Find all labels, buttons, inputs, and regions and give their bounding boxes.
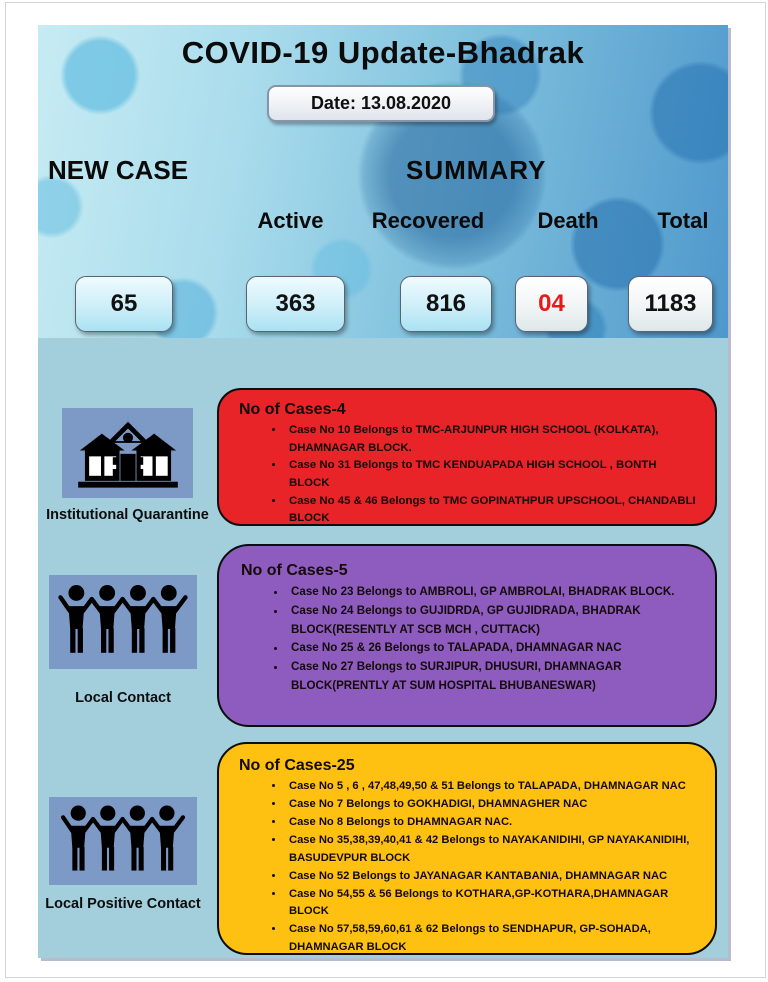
case-box-local-positive-contact: No of Cases-25 Case No 5 , 6 , 47,48,49,…: [217, 742, 717, 955]
case-item: Case No 10 Belongs to TMC-ARJUNPUR HIGH …: [285, 422, 699, 457]
people-icon: [49, 797, 197, 885]
case-item: Case No 45 & 46 Belongs to TMC GOPINATHP…: [285, 493, 699, 528]
case-item: Case No 5 , 6 , 47,48,49,50 & 51 Belongs…: [285, 778, 701, 796]
case-item: Case No 54,55 & 56 Belongs to KOTHARA,GP…: [285, 886, 701, 922]
new-case-heading: NEW CASE: [48, 155, 189, 185]
case-item: Case No 57,58,59,60,61 & 62 Belongs to S…: [285, 921, 701, 957]
case-item: Case No 23 Belongs to AMBROLI, GP AMBROL…: [287, 583, 699, 602]
case-item: Case No 8 Belongs to DHAMNAGAR NAC.: [285, 814, 701, 832]
covid-update-slide: COVID-19 Update-Bhadrak Date: 13.08.2020…: [38, 25, 728, 958]
summary-heading: SUMMARY: [406, 155, 547, 185]
total-value: 1183: [628, 276, 713, 332]
column-label-total: Total: [657, 208, 709, 233]
case-item: Case No 31 Belongs to TMC KENDUAPADA HIG…: [285, 457, 699, 492]
case-list: Case No 10 Belongs to TMC-ARJUNPUR HIGH …: [239, 422, 699, 528]
case-list: Case No 23 Belongs to AMBROLI, GP AMBROL…: [241, 583, 699, 696]
case-box-heading: No of Cases-25: [239, 757, 355, 774]
building-icon: [62, 408, 193, 498]
section-label-local-positive-contact: Local Positive Contact: [45, 896, 201, 912]
case-item: Case No 25 & 26 Belongs to TALAPADA, DHA…: [287, 639, 699, 658]
column-label-death: Death: [537, 208, 599, 233]
new-case-value: 65: [75, 276, 173, 332]
case-list: Case No 5 , 6 , 47,48,49,50 & 51 Belongs…: [239, 778, 701, 957]
case-item: Case No 24 Belongs to GUJIDRDA, GP GUJID…: [287, 602, 699, 640]
case-item: Case No 7 Belongs to GOKHADIGI, DHAMNAGH…: [285, 796, 701, 814]
case-item: Case No 35,38,39,40,41 & 42 Belongs to N…: [285, 832, 701, 868]
section-label-local-contact: Local Contact: [75, 690, 171, 706]
details-section: Institutional Quarantine No of Cases-4 C…: [38, 338, 728, 958]
case-item: Case No 52 Belongs to JAYANAGAR KANTABAN…: [285, 868, 701, 886]
recovered-value: 816: [400, 276, 492, 332]
case-box-institutional-quarantine: No of Cases-4 Case No 10 Belongs to TMC-…: [217, 388, 717, 526]
case-item: Case No 27 Belongs to SURJIPUR, DHUSURI,…: [287, 658, 699, 696]
case-box-heading: No of Cases-5: [241, 562, 348, 579]
page-title: COVID-19 Update-Bhadrak: [181, 35, 585, 70]
case-box-local-contact: No of Cases-5 Case No 23 Belongs to AMBR…: [217, 544, 717, 727]
column-label-active: Active: [257, 208, 324, 233]
section-label-institutional-quarantine: Institutional Quarantine: [46, 507, 209, 523]
column-label-recovered: Recovered: [371, 208, 485, 233]
active-value: 363: [246, 276, 345, 332]
people-icon: [49, 575, 197, 669]
case-box-heading: No of Cases-4: [239, 401, 346, 418]
death-value: 04: [515, 276, 588, 332]
date-badge: Date: 13.08.2020: [267, 85, 495, 122]
header-band: COVID-19 Update-Bhadrak Date: 13.08.2020…: [38, 25, 728, 338]
